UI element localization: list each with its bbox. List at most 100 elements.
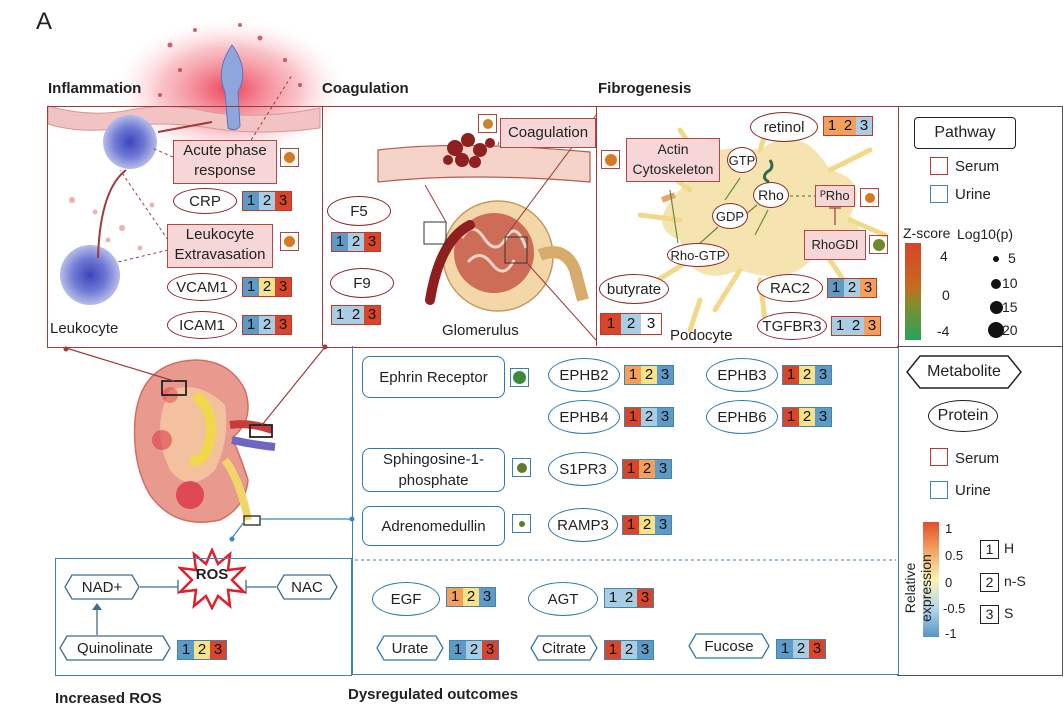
prho-box: ᴾRho: [815, 185, 855, 207]
gtp-oval: GTP: [727, 147, 757, 173]
relexpr-tick-minus1: -1: [945, 626, 957, 641]
link-acute: [151, 147, 174, 158]
ephb2-oval: EPHB2: [548, 358, 620, 392]
citrate-label: Citrate: [541, 639, 587, 657]
acute-phase-box: Acute phase response: [173, 140, 277, 184]
ephb4-oval: EPHB4: [548, 400, 620, 434]
link-acute-top: [247, 74, 293, 146]
logp-label-15: 15: [1002, 299, 1018, 315]
coagulation-box: Coagulation: [500, 118, 596, 148]
relexpr-tick-0: 0: [945, 575, 953, 590]
legend-serum: Serum: [955, 158, 1000, 175]
adrenomedullin-box: Adrenomedullin: [362, 506, 505, 546]
ephb6-oval: EPHB6: [706, 400, 778, 434]
citrate-hex: [530, 635, 598, 661]
coag-marker: [478, 114, 497, 133]
ephb3-oval: EPHB3: [706, 358, 778, 392]
relexpr-tick-05: 0.5: [945, 548, 964, 563]
relexpr-tick-1: 1: [945, 521, 953, 536]
egf-oval: EGF: [372, 582, 440, 616]
legend-serum2: Serum: [955, 450, 1000, 467]
s1p-marker: [512, 458, 531, 477]
coag-vessel: [377, 144, 591, 183]
top-panel: [47, 106, 899, 348]
title-coagulation: Coagulation: [322, 80, 409, 97]
legend-urine: Urine: [955, 186, 991, 203]
link-extravasation-1: [119, 169, 169, 241]
legend-pathway: Pathway: [914, 117, 1016, 149]
arrow-leuko-wall: [157, 121, 213, 133]
logp-label-10: 10: [1002, 275, 1018, 291]
title-dysregulated: Dysregulated outcomes: [348, 686, 519, 703]
tgfbr3-oval: TGFBR3: [757, 312, 827, 340]
urate-label: Urate: [391, 639, 429, 657]
s1p-box: Sphingosine-1-phosphate: [362, 448, 505, 492]
legend-urine2: Urine: [955, 482, 991, 499]
podocyte-label: Podocyte: [670, 327, 733, 344]
leukocyte-label: Leukocyte: [50, 320, 119, 337]
logp-dot-10: [991, 279, 1001, 289]
rhogdi-marker: [869, 235, 888, 254]
ros-panel: [55, 558, 352, 676]
legend-metabolite: Metabolite: [927, 363, 1001, 380]
divider-1: [322, 106, 323, 346]
panel-letter: A: [36, 8, 53, 35]
zscore-tick-0: 0: [942, 287, 950, 303]
nac-label: NAC: [291, 578, 323, 596]
group-1-box: 1: [980, 540, 999, 559]
leukocyte-extravasation-box: Leukocyte Extravasation: [167, 224, 273, 268]
f9-oval: F9: [330, 268, 394, 298]
dysregulated-panel: [352, 346, 899, 675]
logp-dot-20: [988, 322, 1004, 338]
nad-label: NAD+: [81, 578, 123, 596]
group-2-box: 2: [980, 573, 999, 592]
retinol-oval: retinol: [750, 112, 818, 142]
ros-label: ROS: [195, 566, 229, 583]
zscore-tick-4: 4: [940, 248, 948, 264]
relexpr-tick-minus05: -0.5: [943, 601, 966, 616]
acute-phase-marker: [280, 148, 299, 167]
title-increased-ros: Increased ROS: [55, 690, 162, 707]
glomerulus-label: Glomerulus: [442, 322, 519, 339]
group-3-box: 3: [980, 605, 999, 624]
legend-serum-swatch: [930, 157, 948, 175]
legend-divider: [897, 346, 1062, 347]
zscore-gradient: [905, 243, 921, 340]
nac-hex: [276, 574, 338, 600]
logp-label-20: 20: [1002, 322, 1018, 338]
leukocyte-cell-bottom: [60, 245, 120, 305]
gdp-oval: GDP: [712, 203, 748, 229]
leukocyte-cell-top: [103, 115, 157, 169]
title-inflammation: Inflammation: [48, 80, 142, 97]
link-extravasation-2: [117, 249, 169, 263]
group-2-label: n-S: [1004, 573, 1026, 589]
title-fibrogenesis: Fibrogenesis: [598, 80, 692, 97]
logp-label-5: 5: [1008, 250, 1016, 266]
rhogdi-box: RhoGDI: [804, 230, 866, 260]
vcam1-oval: VCAM1: [167, 273, 237, 301]
ephrin-marker: [510, 368, 529, 387]
legend-metabolite-hex: [906, 355, 1022, 389]
logp-dot-5: [993, 256, 999, 262]
zscore-tick-minus4: -4: [937, 323, 950, 339]
ros-starburst: [178, 548, 246, 610]
group-1-label: H: [1004, 540, 1015, 556]
fucose-hex: [688, 633, 770, 659]
legend-relexpr: Relative expression: [902, 554, 934, 622]
crp-oval: CRP: [173, 188, 237, 214]
rac2-oval: RAC2: [757, 274, 823, 302]
legend-logp: Log10(p): [957, 226, 1014, 242]
